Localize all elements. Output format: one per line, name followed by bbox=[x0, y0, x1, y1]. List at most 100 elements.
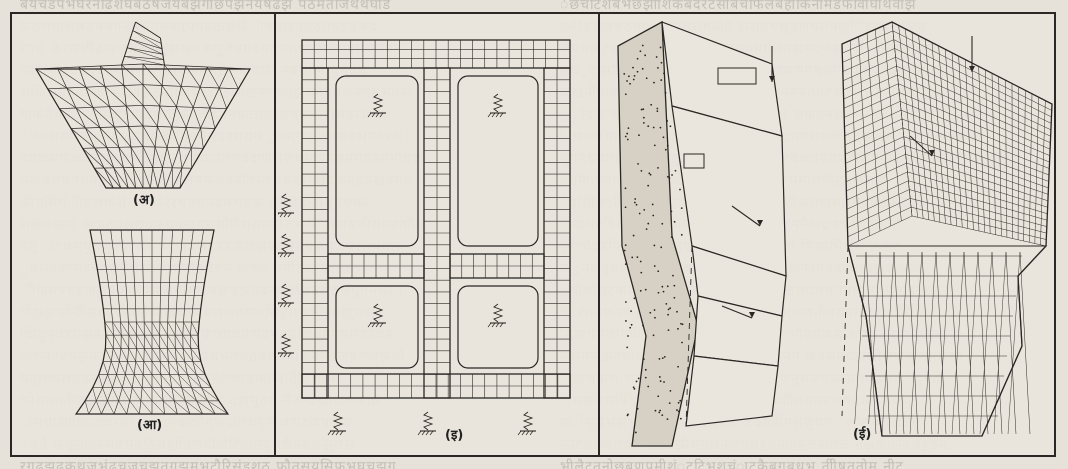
mesh-diagonal bbox=[965, 251, 979, 435]
mesh-edge bbox=[132, 167, 136, 189]
mesh-diagonal bbox=[187, 374, 202, 388]
mesh-diagonal bbox=[85, 127, 108, 148]
mesh-edge bbox=[113, 126, 120, 148]
mesh-diagonal bbox=[218, 87, 227, 109]
tower-mesh bbox=[132, 30, 163, 50]
ground-hatch bbox=[283, 352, 288, 358]
mesh-diagonal bbox=[174, 400, 191, 415]
mesh-diagonal bbox=[190, 335, 199, 349]
mesh-edge bbox=[66, 86, 86, 89]
mesh-edge bbox=[907, 171, 1048, 214]
stipple-dot bbox=[641, 67, 644, 70]
stipple-dot bbox=[659, 380, 662, 382]
mesh-diagonal bbox=[141, 387, 153, 402]
stipple-dot bbox=[642, 108, 645, 111]
mesh-edge bbox=[112, 321, 114, 336]
mesh-edge bbox=[187, 374, 192, 388]
mesh-diagonal bbox=[140, 400, 153, 415]
stipple-dot bbox=[640, 169, 643, 172]
divider-left bbox=[274, 14, 276, 455]
mesh-edge bbox=[47, 87, 67, 90]
ground-hatch bbox=[499, 112, 504, 118]
mesh-edge bbox=[75, 107, 86, 129]
mesh-edge bbox=[201, 229, 204, 244]
stipple-dot bbox=[655, 56, 658, 58]
stipple-dot bbox=[644, 368, 647, 371]
mesh-diagonal bbox=[116, 374, 123, 388]
mesh-edge bbox=[85, 127, 96, 149]
stipple-dot bbox=[644, 376, 647, 379]
ground-hatch bbox=[529, 430, 534, 436]
stipple-dot bbox=[679, 417, 682, 420]
mesh-diagonal bbox=[111, 361, 117, 375]
mesh-diagonal bbox=[134, 374, 143, 388]
mesh-diagonal bbox=[66, 87, 93, 108]
mesh-edge bbox=[200, 86, 220, 89]
mesh-diagonal bbox=[107, 374, 113, 388]
stipple-dot bbox=[623, 249, 626, 252]
mesh-edge bbox=[176, 361, 179, 375]
figure-frame: (अ) (आ) (इ) (ई) bbox=[10, 12, 1056, 457]
stipple-dot bbox=[635, 203, 638, 206]
stipple-dot bbox=[629, 82, 631, 85]
mesh-diagonal bbox=[151, 400, 165, 415]
panel-a-mesh bbox=[28, 20, 258, 220]
stipple-dot bbox=[623, 73, 626, 75]
mesh-diagonal bbox=[154, 146, 163, 168]
mesh-diagonal bbox=[174, 335, 184, 349]
mesh-edge bbox=[140, 387, 143, 401]
mesh-edge bbox=[190, 348, 194, 362]
mesh-edge bbox=[184, 361, 188, 375]
mesh-diagonal bbox=[132, 167, 144, 189]
mesh-diagonal bbox=[128, 321, 137, 336]
mesh-edge bbox=[107, 282, 111, 296]
stipple-dot bbox=[645, 77, 648, 80]
mesh-edge bbox=[107, 387, 113, 401]
load-arrow-icon bbox=[909, 135, 933, 157]
tower-mesh bbox=[124, 56, 164, 60]
stipple-dot bbox=[645, 228, 648, 231]
panel-ii-caption: (ई) bbox=[850, 424, 875, 442]
stipple-dot bbox=[638, 134, 640, 137]
mesh-edge bbox=[207, 66, 229, 69]
mesh-edge bbox=[176, 282, 179, 296]
mesh-edge bbox=[92, 107, 101, 128]
tower-mesh bbox=[127, 47, 164, 60]
stipple-dot bbox=[673, 296, 676, 299]
mesh-diagonal bbox=[171, 126, 180, 148]
frame-opening bbox=[457, 75, 539, 247]
mesh-edge bbox=[162, 85, 182, 87]
mesh-diagonal bbox=[126, 105, 144, 127]
mesh-edge bbox=[96, 387, 103, 401]
bleed-line: रगढझूढकथजभंढचजचझतगझूमभटौरिसुंडशठ फौतसयसि… bbox=[20, 459, 397, 469]
mesh-edge bbox=[104, 85, 124, 87]
mesh-edge bbox=[135, 348, 137, 362]
stipple-dot bbox=[652, 126, 655, 129]
stipple-dot bbox=[633, 387, 636, 390]
mesh-edge bbox=[171, 229, 173, 244]
stipple-dot bbox=[642, 121, 645, 124]
stipple-dot bbox=[624, 263, 627, 265]
mesh-edge bbox=[134, 282, 136, 296]
mesh-diagonal bbox=[162, 167, 166, 189]
stipple-dot bbox=[677, 401, 680, 404]
ground-hatch bbox=[499, 322, 504, 328]
mesh-edge bbox=[120, 321, 122, 336]
mesh-diagonal bbox=[104, 86, 127, 107]
mesh-edge bbox=[192, 361, 197, 375]
mesh-diagonal bbox=[92, 107, 115, 128]
mesh-edge bbox=[106, 147, 115, 168]
panel-i-frame-mesh bbox=[278, 34, 578, 454]
stipple-dot bbox=[624, 206, 627, 209]
mesh-edge bbox=[99, 127, 108, 148]
mesh-diagonal bbox=[96, 400, 102, 415]
stipple-dot bbox=[668, 177, 671, 180]
mesh-diagonal bbox=[142, 146, 154, 168]
mesh-diagonal bbox=[175, 321, 183, 336]
spring-coil bbox=[332, 411, 344, 431]
spring-coil bbox=[372, 93, 384, 113]
mesh-edge bbox=[141, 374, 144, 388]
mesh-edge bbox=[895, 57, 1052, 131]
stipple-dot bbox=[649, 173, 652, 176]
arrow-head bbox=[769, 76, 775, 82]
